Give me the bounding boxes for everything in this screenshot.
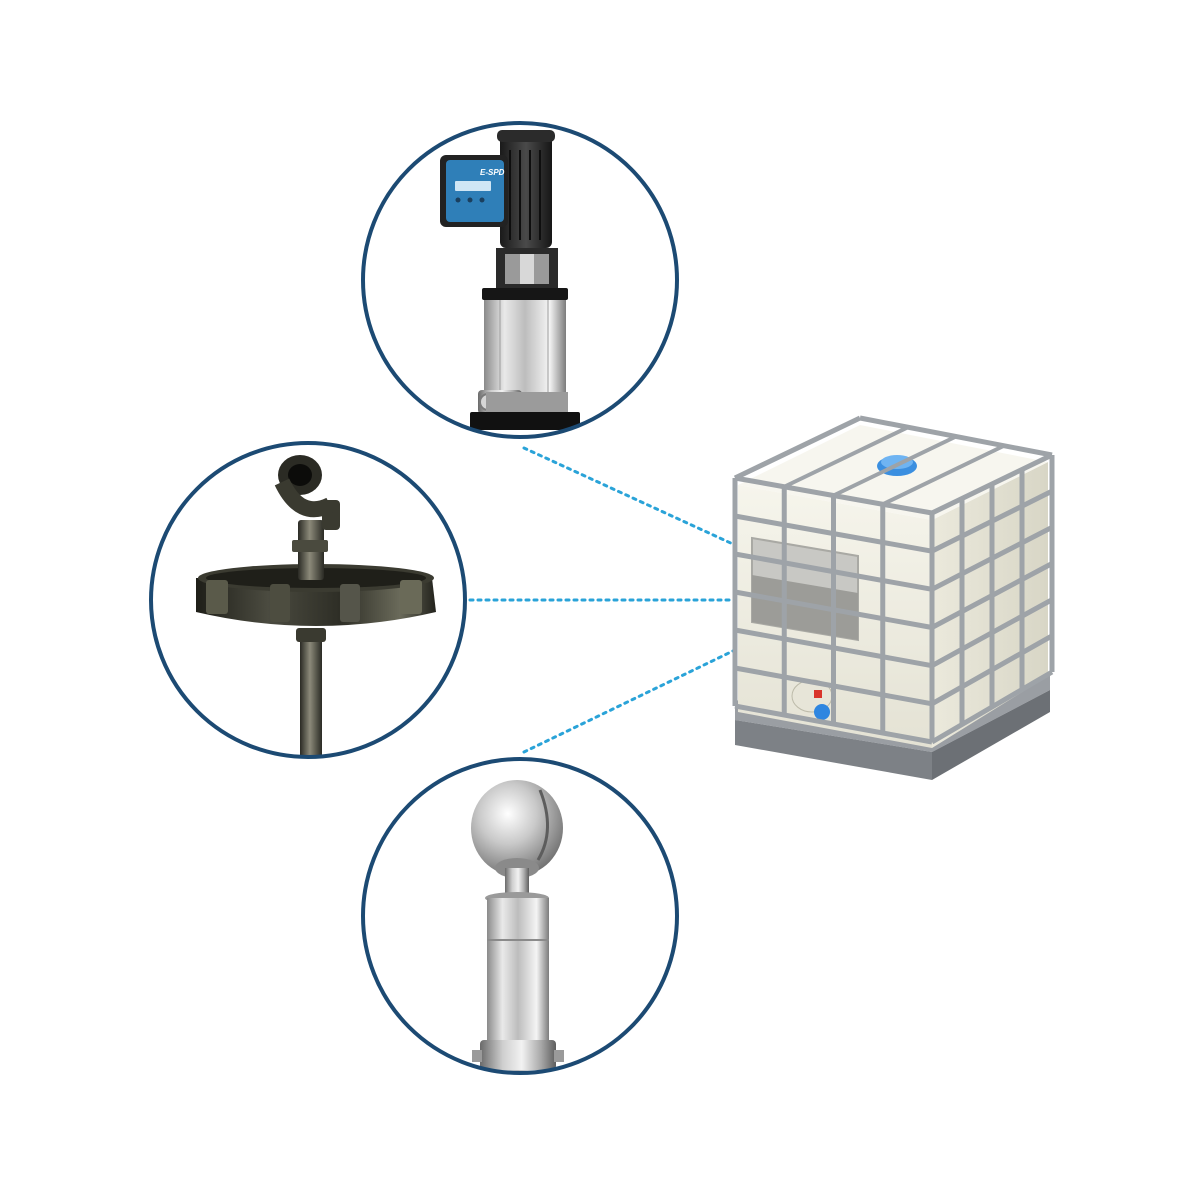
cage-bar [832, 434, 957, 498]
connector-lines [468, 446, 737, 754]
vertical-multistage-pump-icon: E-SPD [361, 121, 679, 439]
lid-circle-border [149, 441, 467, 759]
ibc-lid-with-pipe-fitting-icon [149, 441, 467, 759]
cage-bar [783, 425, 909, 489]
nozzle-circle-border [361, 757, 679, 1075]
cage-bar [733, 415, 862, 481]
pump-panel-brand: E-SPD [480, 168, 505, 177]
pump-circle-border [361, 121, 679, 439]
rotary-spray-ball-nozzle-icon [361, 757, 679, 1075]
cage-bar [881, 443, 1005, 507]
connector-nozzle-to-tank [522, 648, 737, 754]
connector-pump-to-tank [522, 446, 737, 547]
ibc-tote-tank-icon [732, 415, 1055, 780]
